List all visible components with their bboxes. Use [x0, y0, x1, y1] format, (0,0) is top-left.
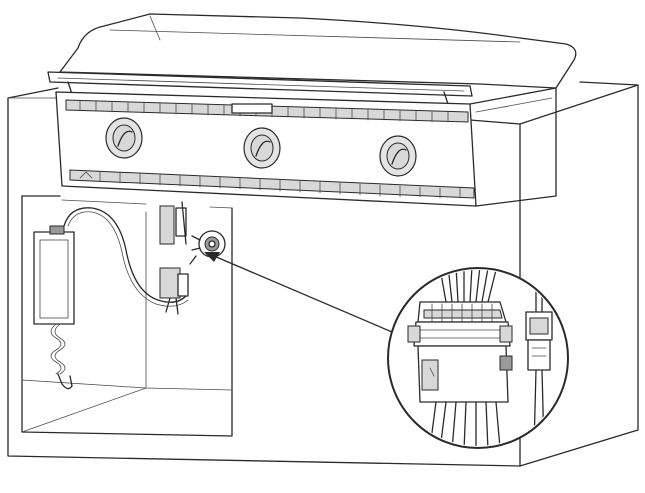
callout-arrow-icon: [204, 252, 393, 333]
grill-head-icon: [47, 13, 577, 207]
control-knob-icon: [105, 117, 143, 159]
brand-badge: [231, 103, 273, 114]
control-knob-icon: [243, 127, 281, 169]
igniter-module: [159, 201, 189, 315]
power-adapter-icon: [33, 225, 75, 390]
magnifier-callout-icon: [387, 267, 569, 449]
power-cable: [63, 207, 187, 303]
control-knob-icon: [379, 135, 417, 177]
wire-connector-icon: [189, 230, 226, 265]
